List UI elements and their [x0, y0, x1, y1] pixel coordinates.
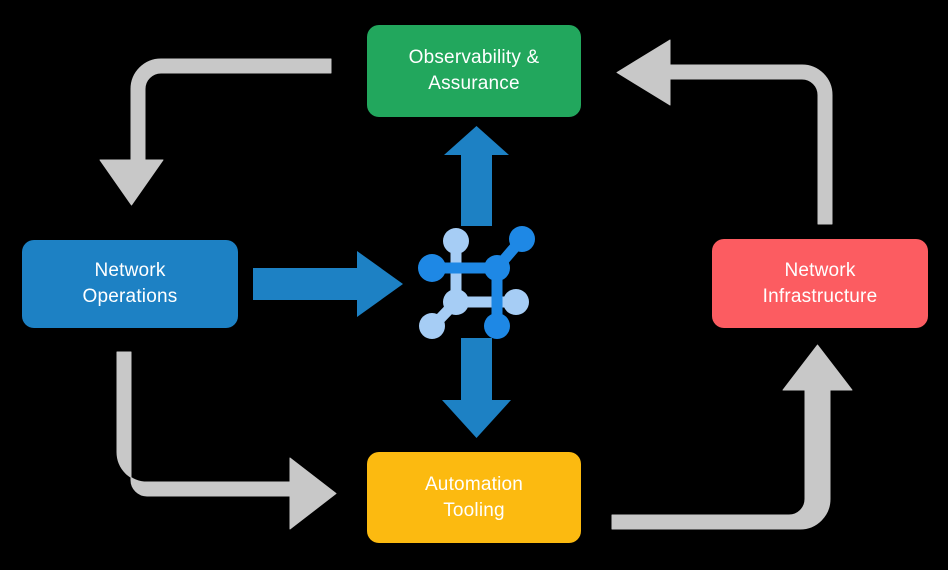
node-label-observability: Observability & Assurance	[408, 47, 540, 94]
node-observability-and-assurance[interactable]: Observability & Assurance	[367, 25, 581, 117]
node-label-network-operations: Network Operations	[82, 260, 178, 307]
elbow-arrow-left-up	[616, 39, 833, 225]
arrow-up	[444, 126, 509, 226]
connector-center-to-automation	[442, 338, 511, 438]
elbow-arrow-up-right	[611, 344, 853, 530]
elbow-arrow-down-left	[99, 58, 332, 206]
node-automation-tooling[interactable]: Automation Tooling	[367, 452, 581, 543]
connector-automation-to-infrastructure	[611, 344, 853, 530]
topology-primary-nodes	[418, 226, 535, 339]
arrow-right	[253, 251, 403, 317]
topology-secondary-nodes	[419, 228, 529, 339]
node-label-automation-tooling: Automation Tooling	[424, 473, 524, 521]
connector-center-to-observability	[444, 126, 509, 226]
node-network-infrastructure[interactable]: Network Infrastructure	[712, 239, 928, 328]
connector-observability-to-operations	[99, 58, 332, 206]
connector-infrastructure-to-observability	[616, 39, 833, 225]
connector-operations-to-center	[253, 251, 403, 317]
node-label-network-infrastructure: Network Infrastructure	[762, 259, 878, 307]
elbow-arrow-right-down	[116, 351, 337, 530]
node-network-operations[interactable]: Network Operations	[22, 240, 238, 328]
network-topology-icon-graphic	[418, 226, 535, 339]
connector-operations-to-automation	[116, 351, 337, 530]
arrow-down	[442, 338, 511, 438]
